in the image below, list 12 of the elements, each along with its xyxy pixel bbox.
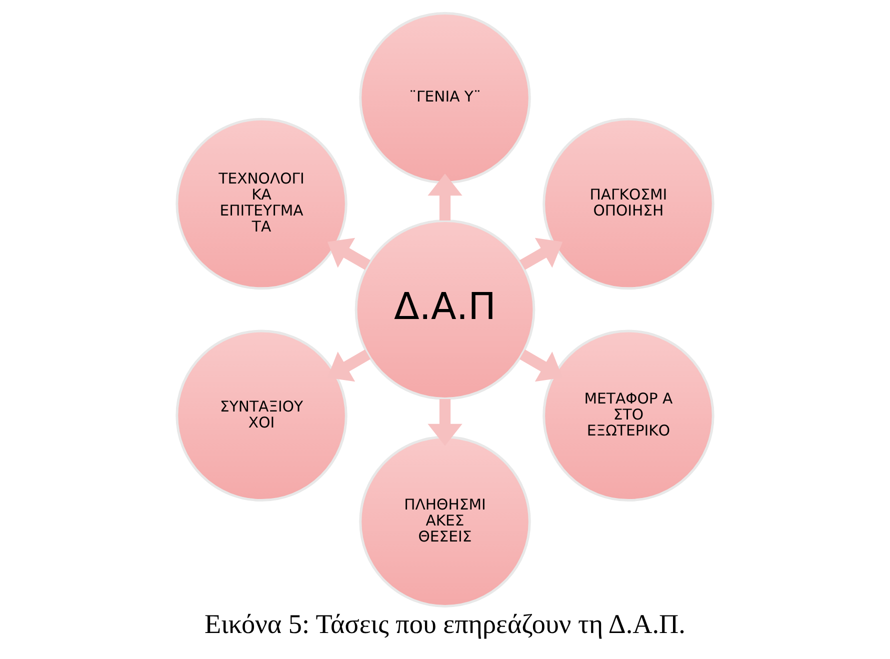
node-circle: ¨ΓΕΝΙΑ Υ¨ — [359, 12, 531, 184]
caption: Εικόνα 5: Τάσεις που επηρεάζουν τη Δ.Α.Π. — [204, 608, 686, 639]
node-circle: ΤΕΧΝΟΛΟΓΙ ΚΑ ΕΠΙΤΕΥΓΜΑ ΤΑ — [176, 118, 348, 290]
node-circle: ΠΑΓΚΟΣΜΙ ΟΠΟΙΗΣΗ — [542, 118, 714, 290]
node-circle: ΠΛΗΘΗΣΜΙ ΑΚΕΣ ΘΕΣΕΙΣ — [359, 436, 531, 608]
node-circle: ΜΕΤΑΦΟΡ Α ΣΤΟ ΕΞΩΤΕΡΙΚΟ — [542, 330, 714, 502]
arrow — [428, 174, 462, 220]
arrow — [327, 238, 370, 270]
node-circle: Δ.Α.Π — [354, 220, 536, 400]
node-circle: ΣΥΝΤΑΞΙΟΥ ΧΟΙ — [176, 330, 348, 502]
arrow — [520, 238, 563, 270]
arrow — [428, 398, 462, 446]
